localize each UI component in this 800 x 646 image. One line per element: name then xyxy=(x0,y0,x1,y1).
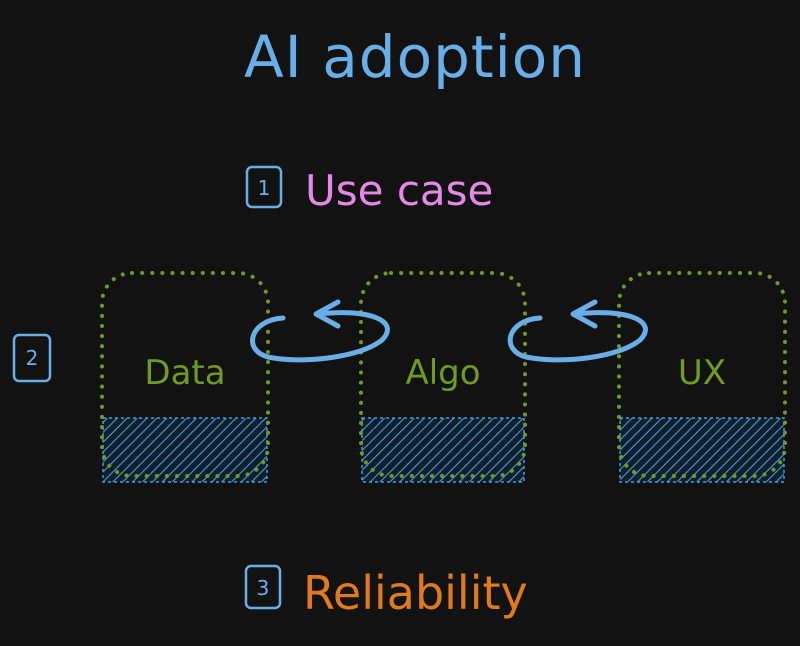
page-title: AI adoption xyxy=(244,23,586,91)
reliability-label: Reliability xyxy=(303,566,528,620)
step-1-badge xyxy=(245,165,283,209)
step-3-number: 3 xyxy=(256,576,270,600)
step-3-badge xyxy=(244,564,282,610)
data-box-hatch xyxy=(102,417,268,483)
algo-box-hatch xyxy=(361,417,525,483)
algo-box-label: Algo xyxy=(405,353,481,393)
data-box-label: Data xyxy=(144,353,226,393)
ux-box-label: UX xyxy=(677,353,727,393)
step-2-number: 2 xyxy=(25,346,39,370)
algo-box xyxy=(359,271,527,478)
step-2-badge xyxy=(12,333,52,383)
ux-box xyxy=(617,271,787,478)
arrow-ux-to-algo xyxy=(507,299,648,363)
use-case-label: Use case xyxy=(305,166,494,215)
arrow-algo-to-data xyxy=(250,299,390,363)
step-1-number: 1 xyxy=(257,176,271,200)
ux-box-hatch xyxy=(619,417,785,483)
data-box xyxy=(100,271,270,478)
